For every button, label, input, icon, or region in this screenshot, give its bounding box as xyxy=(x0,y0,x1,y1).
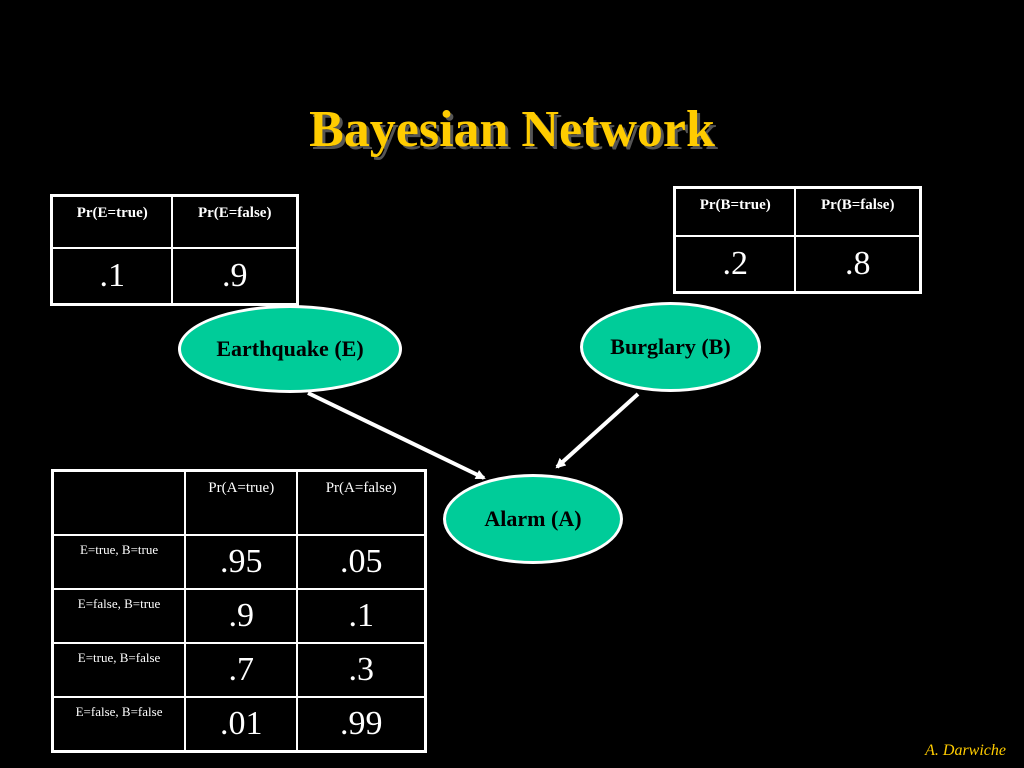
node-label: Burglary (B) xyxy=(610,334,731,359)
table-header: Pr(A=false) xyxy=(296,469,427,536)
alarm-node: Alarm (A) xyxy=(443,474,623,564)
table-cell: .7 xyxy=(184,642,299,698)
author-credit: A. Darwiche xyxy=(925,742,1006,759)
row-label: E=false, B=false xyxy=(51,696,187,753)
alarm-conditional-table: Pr(A=true) Pr(A=false) E=true, B=true .9… xyxy=(51,469,427,753)
table-header: Pr(B=false) xyxy=(794,186,922,237)
row-label: E=true, B=false xyxy=(51,642,187,698)
table-cell: .01 xyxy=(184,696,299,753)
table-cell: .99 xyxy=(296,696,427,753)
slide-title: Bayesian Network xyxy=(309,101,715,158)
burglary-node: Burglary (B) xyxy=(580,302,761,392)
table-row: E=true, B=true .95 .05 xyxy=(51,534,427,590)
table-header: Pr(E=true) xyxy=(50,194,174,249)
table-row: E=false, B=true .9 .1 xyxy=(51,588,427,644)
table-cell: .95 xyxy=(184,534,299,590)
table-cell: .3 xyxy=(296,642,427,698)
table-cell: .8 xyxy=(794,235,922,294)
edge-burglary-to-alarm xyxy=(555,392,640,469)
edge-earthquake-to-alarm xyxy=(307,391,486,480)
node-label: Alarm (A) xyxy=(484,506,582,531)
table-header: Pr(A=true) xyxy=(184,469,299,536)
row-label: E=true, B=true xyxy=(51,534,187,590)
table-row: E=false, B=false .01 .99 xyxy=(51,696,427,753)
table-cell: .2 xyxy=(673,235,797,294)
table-cell: .05 xyxy=(296,534,427,590)
table-header: Pr(B=true) xyxy=(673,186,797,237)
table-cell: .9 xyxy=(184,588,299,644)
table-header: Pr(E=false) xyxy=(171,194,299,249)
burglary-prior-table: Pr(B=true) Pr(B=false) .2 .8 xyxy=(673,186,922,294)
node-label: Earthquake (E) xyxy=(216,336,364,361)
table-row: E=true, B=false .7 .3 xyxy=(51,642,427,698)
table-cell: .1 xyxy=(50,247,174,306)
table-cell: .9 xyxy=(171,247,299,306)
table-header xyxy=(51,469,187,536)
row-label: E=false, B=true xyxy=(51,588,187,644)
table-cell: .1 xyxy=(296,588,427,644)
earthquake-prior-table: Pr(E=true) Pr(E=false) .1 .9 xyxy=(50,194,299,306)
earthquake-node: Earthquake (E) xyxy=(178,305,402,393)
